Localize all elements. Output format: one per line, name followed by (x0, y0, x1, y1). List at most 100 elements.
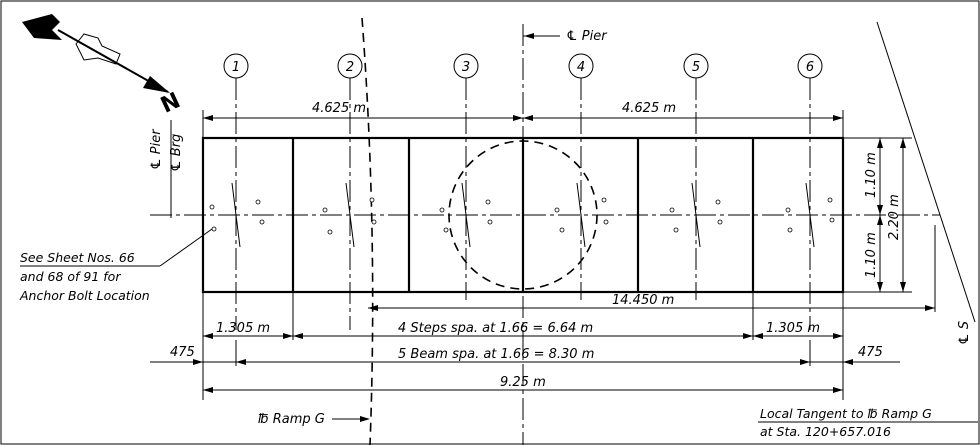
steps-dimension-row: 1.305 m 4 Steps spa. at 1.66 = 6.64 m 1.… (202, 292, 844, 400)
tangent-line-1: Local Tangent to ℔ Ramp G (760, 406, 932, 421)
local-tangent-note: Local Tangent to ℔ Ramp G at Sta. 120+65… (758, 406, 978, 439)
lower-width-dimension: 1.10 m (864, 232, 879, 278)
anchor-bolt (554, 207, 560, 213)
north-arrow: N (22, 14, 184, 119)
end-left-dimension: 1.305 m (216, 321, 270, 336)
arrow (877, 205, 883, 215)
beam-bubble (337, 53, 363, 79)
beams-dimension-row: 475 5 Beam spa. at 1.66 = 8.30 m 475 (150, 340, 900, 366)
total-width-dimension: 2.20 m (887, 194, 902, 240)
arrow (513, 115, 523, 121)
arrow (523, 115, 533, 121)
pier-centerline-top: ℄ Pier (522, 24, 608, 445)
bearing-tick (576, 182, 586, 248)
arrow (843, 359, 853, 365)
bearing-tick (345, 182, 355, 248)
ramp-g-label: ℔ Ramp G (258, 412, 325, 427)
arrow (753, 333, 763, 339)
beam-number: 6 (806, 60, 814, 75)
beams-dimension: 5 Beam spa. at 1.66 = 8.30 m (398, 347, 594, 362)
anchor-bolt (255, 199, 261, 205)
anchor-bolt (785, 207, 791, 213)
arrow (900, 282, 906, 292)
column-outline (448, 140, 598, 290)
anchor-bolt (443, 227, 449, 233)
north-label: N (157, 88, 184, 118)
beam-bubble-2: 2 (337, 53, 363, 330)
arrow (203, 333, 213, 339)
beam-bubble (223, 53, 249, 79)
note-line-2: and 68 of 91 for (20, 269, 121, 284)
arrow (877, 282, 883, 292)
arrow (193, 359, 203, 365)
beam-number: 4 (577, 60, 585, 75)
bearing-tick (691, 182, 701, 248)
north-arrow-head (143, 76, 170, 93)
beam-number: 1 (232, 60, 240, 75)
end-right-dimension: 1.305 m (766, 321, 820, 336)
anchor-bolt (559, 227, 565, 233)
anchor-bolt (369, 197, 375, 203)
overall-dimension-label: 9.25 m (500, 375, 546, 390)
right-dimensions: 1.10 m 1.10 m 2.20 m (843, 137, 912, 293)
arrow (368, 305, 378, 311)
beam-bubble (797, 53, 823, 79)
arrow (833, 387, 843, 393)
top-dimension: 4.625 m 4.625 m (202, 101, 844, 138)
arrow (877, 215, 883, 225)
anchor-bolt (371, 219, 377, 225)
arrow (293, 333, 303, 339)
tangent-line-2: at Sta. 120+657.016 (760, 424, 891, 439)
beam-bubble-3: 3 (453, 53, 479, 300)
pier-leader-arrow (524, 33, 534, 39)
beam-bubble-5: 5 (683, 53, 709, 300)
bearing-ticks (231, 182, 815, 248)
arrow (833, 115, 843, 121)
left-half-dimension: 4.625 m (312, 101, 366, 116)
beam-bubble (453, 53, 479, 79)
pier-label-side: ℄ Pier (149, 128, 164, 170)
anchor-bolt (327, 229, 333, 235)
arrow (800, 359, 810, 365)
route-shield-icon (75, 33, 121, 65)
brg-label: ℄ Brg (169, 134, 184, 172)
anchor-bolt (439, 207, 445, 213)
offset-left-dimension: 475 (170, 345, 195, 360)
anchor-bolt (211, 226, 217, 232)
anchor-bolt (717, 219, 723, 225)
bearing-tick (805, 182, 815, 248)
beam-bubbles: 1 2 3 4 5 6 (223, 53, 823, 330)
anchor-bolt (673, 227, 679, 233)
steps-dimension: 4 Steps spa. at 1.66 = 6.64 m (398, 321, 593, 336)
bearing-tick (231, 182, 241, 248)
anchor-bolts (209, 197, 835, 235)
anchor-bolt (259, 219, 265, 225)
anchor-bolt (485, 199, 491, 205)
beam-number: 2 (346, 60, 354, 75)
ramp-g-callout: ℔ Ramp G (258, 412, 370, 427)
note-line-3: Anchor Bolt Location (19, 288, 150, 303)
beam-bubble-4: 4 (568, 53, 594, 300)
beam-bubble-6: 6 (797, 53, 823, 330)
anchor-bolt (487, 219, 493, 225)
skew-length-label: 14.450 m (612, 293, 674, 308)
arrow (203, 115, 213, 121)
skew-line (876, 21, 976, 323)
anchor-bolt (603, 219, 609, 225)
arrow (236, 359, 246, 365)
anchor-bolt (827, 197, 833, 203)
arrow (877, 138, 883, 148)
anchor-bolt (787, 227, 793, 233)
upper-width-dimension: 1.10 m (864, 152, 879, 198)
cut-off-label: ℄ S (957, 321, 972, 345)
arrow (833, 333, 843, 339)
arrow (203, 387, 213, 393)
anchor-bolt (601, 197, 607, 203)
anchor-bolt (669, 207, 675, 213)
beam-bubble (568, 53, 594, 79)
offset-right-dimension: 475 (858, 345, 883, 360)
overall-dimension: 9.25 m (203, 375, 843, 393)
pier-label: ℄ Pier (566, 29, 608, 44)
